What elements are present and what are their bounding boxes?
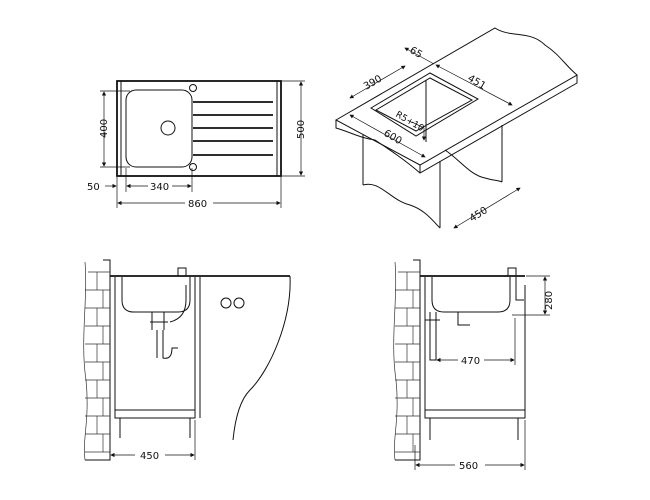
dim-65: 65: [408, 45, 425, 61]
dim-560: 560: [459, 461, 478, 472]
dim-400: 400: [99, 119, 110, 138]
drainboard-grooves: [193, 101, 273, 156]
dim-280: 280: [544, 291, 555, 310]
dim-451: 451: [466, 73, 488, 92]
plan-view: 400 500 50 340 860: [87, 80, 307, 210]
drain-icon: [160, 120, 176, 136]
dim-50: 50: [87, 182, 100, 193]
dim-340: 340: [150, 182, 169, 193]
isometric-cutout-view: 390 65 451 600 R5+10 450: [334, 27, 578, 229]
dim-390: 390: [362, 74, 384, 93]
dim-600: 600: [382, 128, 404, 147]
dim-450-front: 450: [140, 451, 159, 462]
dim-500: 500: [296, 120, 307, 139]
dim-860: 860: [188, 199, 207, 210]
side-section-view: 280 470 560: [393, 259, 555, 472]
bowl-outline: [125, 89, 193, 168]
front-section-view: 450: [83, 259, 291, 462]
dim-470: 470: [461, 356, 480, 367]
